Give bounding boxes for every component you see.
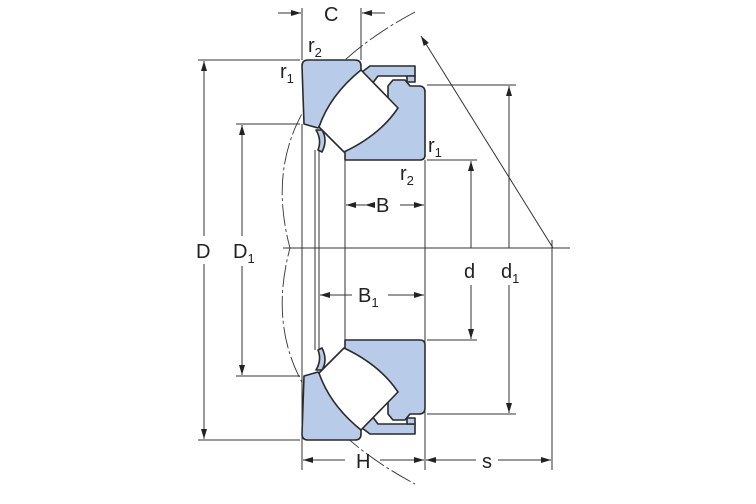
label-D: D (196, 241, 210, 263)
label-H: H (356, 451, 370, 473)
B1-arrow-left (320, 292, 330, 298)
label-r2-right: r2 (400, 163, 414, 188)
inner-clip-bottom (315, 347, 326, 371)
cage-tab-top (406, 75, 416, 83)
label-s: s (482, 451, 492, 473)
label-B: B (376, 195, 389, 217)
roller-top (318, 69, 399, 153)
roller-bottom (318, 347, 399, 431)
cage-tab-bottom (406, 417, 416, 425)
label-B1: B1 (358, 285, 379, 310)
label-D1: D1 (233, 241, 255, 266)
sphere-radius-arrow (420, 35, 554, 249)
label-d: d (464, 261, 475, 283)
inner-clip-top (315, 129, 326, 153)
label-r1-right: r1 (428, 135, 442, 160)
label-C: C (324, 4, 338, 26)
label-r2-top: r2 (308, 35, 322, 60)
label-r1-top: r1 (280, 61, 294, 86)
label-d1: d1 (501, 261, 519, 286)
